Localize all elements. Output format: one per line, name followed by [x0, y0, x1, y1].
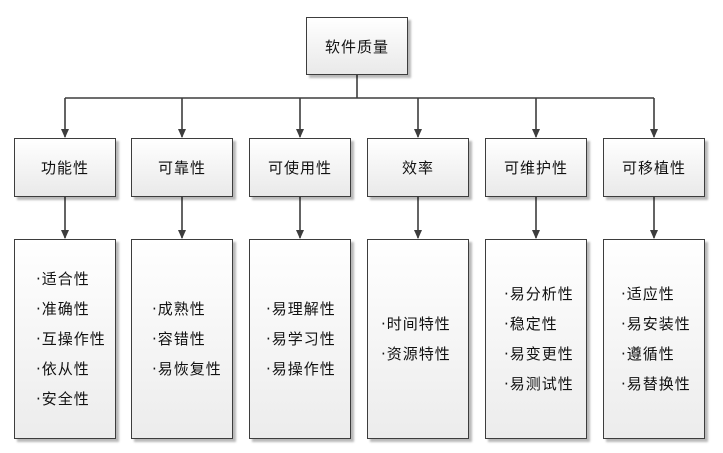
leaf-item: ·易操作性	[266, 360, 336, 378]
leaf-item: ·遵循性	[621, 345, 675, 363]
leaf-box-efficiency: ·时间特性 ·资源特性	[367, 239, 469, 439]
leaf-item: ·适应性	[621, 285, 675, 303]
leaf-box-reliability: ·成熟性 ·容错性 ·易恢复性	[131, 239, 233, 439]
leaf-item: ·安全性	[36, 390, 90, 408]
category-node-functionality: 功能性	[14, 138, 116, 197]
leaf-box-usability: ·易理解性 ·易学习性 ·易操作性	[249, 239, 351, 439]
leaf-box-maintainability: ·易分析性 ·稳定性 ·易变更性 ·易测试性	[485, 239, 587, 439]
leaf-item: ·成熟性	[152, 300, 206, 318]
leaf-item: ·易学习性	[266, 330, 336, 348]
leaf-item: ·时间特性	[381, 315, 451, 333]
leaf-item: ·易变更性	[504, 345, 574, 363]
leaf-item: ·稳定性	[504, 315, 558, 333]
category-node-reliability: 可靠性	[131, 138, 233, 197]
leaf-item: ·容错性	[152, 330, 206, 348]
leaf-item: ·互操作性	[36, 330, 106, 348]
category-node-usability: 可使用性	[249, 138, 351, 197]
category-label: 功能性	[40, 159, 89, 177]
leaf-item: ·资源特性	[381, 345, 451, 363]
leaf-box-functionality: ·适合性 ·准确性 ·互操作性 ·依从性 ·安全性	[14, 239, 116, 439]
leaf-item: ·依从性	[36, 360, 90, 378]
category-label: 可维护性	[503, 159, 568, 177]
category-label: 可移植性	[621, 159, 686, 177]
leaf-box-portability: ·适应性 ·易安装性 ·遵循性 ·易替换性	[603, 239, 705, 439]
leaf-item: ·适合性	[36, 270, 90, 288]
category-label: 效率	[401, 159, 434, 177]
category-label: 可靠性	[157, 159, 206, 177]
leaf-item: ·易恢复性	[152, 360, 222, 378]
leaf-item: ·易测试性	[504, 375, 574, 393]
category-node-maintainability: 可维护性	[485, 138, 587, 197]
category-node-efficiency: 效率	[367, 138, 469, 197]
leaf-item: ·易替换性	[621, 375, 691, 393]
leaf-item: ·易安装性	[621, 315, 691, 333]
category-node-portability: 可移植性	[603, 138, 705, 197]
leaf-item: ·准确性	[36, 300, 90, 318]
root-node: 软件质量	[306, 17, 408, 75]
leaf-item: ·易理解性	[266, 300, 336, 318]
category-label: 可使用性	[267, 159, 332, 177]
leaf-item: ·易分析性	[504, 285, 574, 303]
root-label: 软件质量	[324, 37, 389, 56]
